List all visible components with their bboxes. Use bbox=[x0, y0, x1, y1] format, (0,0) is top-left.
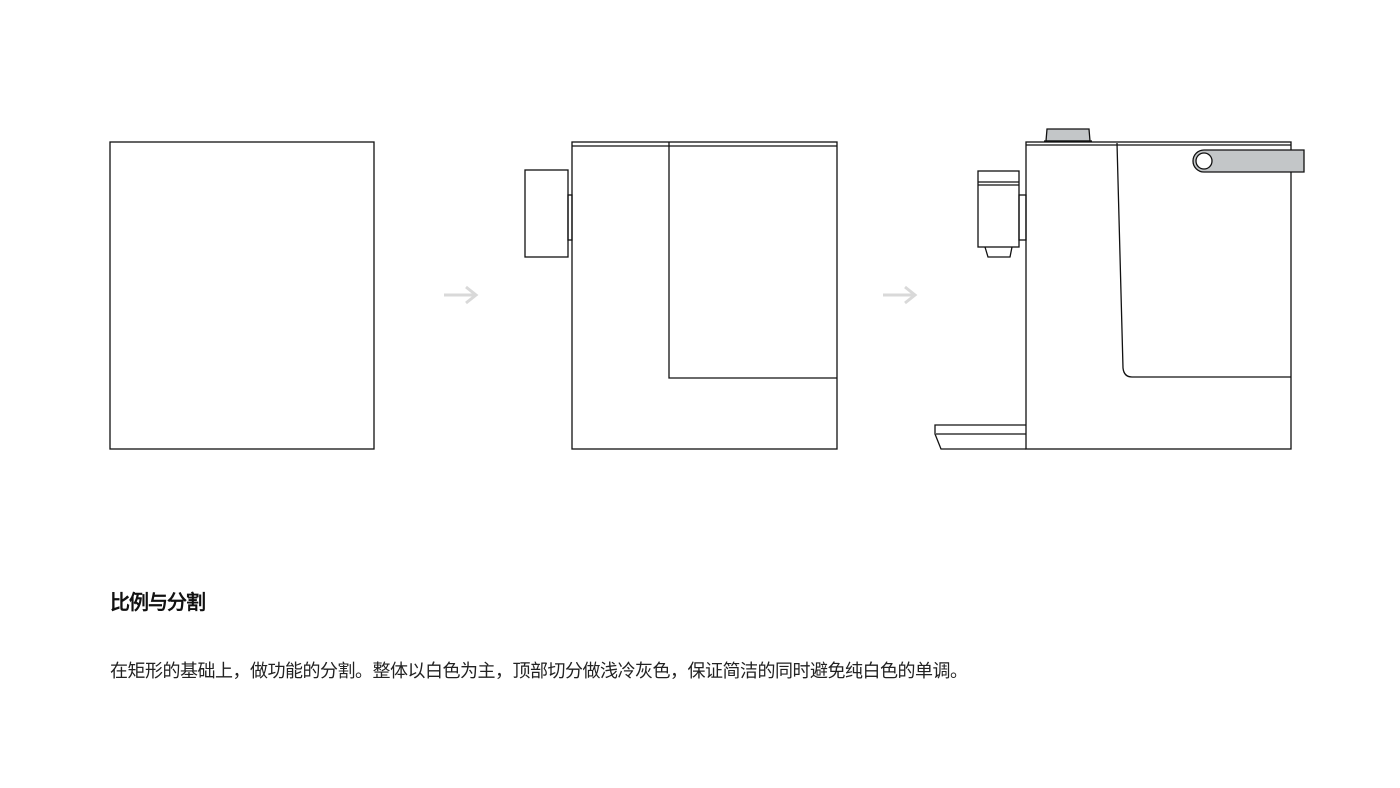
description-text: 在矩形的基础上，做功能的分割。整体以白色为主，顶部切分做浅冷灰色，保证简洁的同时… bbox=[110, 661, 968, 682]
arrow-icon bbox=[444, 285, 479, 305]
step-1-rectangle bbox=[109, 141, 375, 450]
step-3-final bbox=[934, 128, 1305, 450]
arrow-icon bbox=[883, 285, 918, 305]
section-title: 比例与分割 bbox=[110, 590, 206, 614]
step-2-split bbox=[524, 141, 838, 450]
